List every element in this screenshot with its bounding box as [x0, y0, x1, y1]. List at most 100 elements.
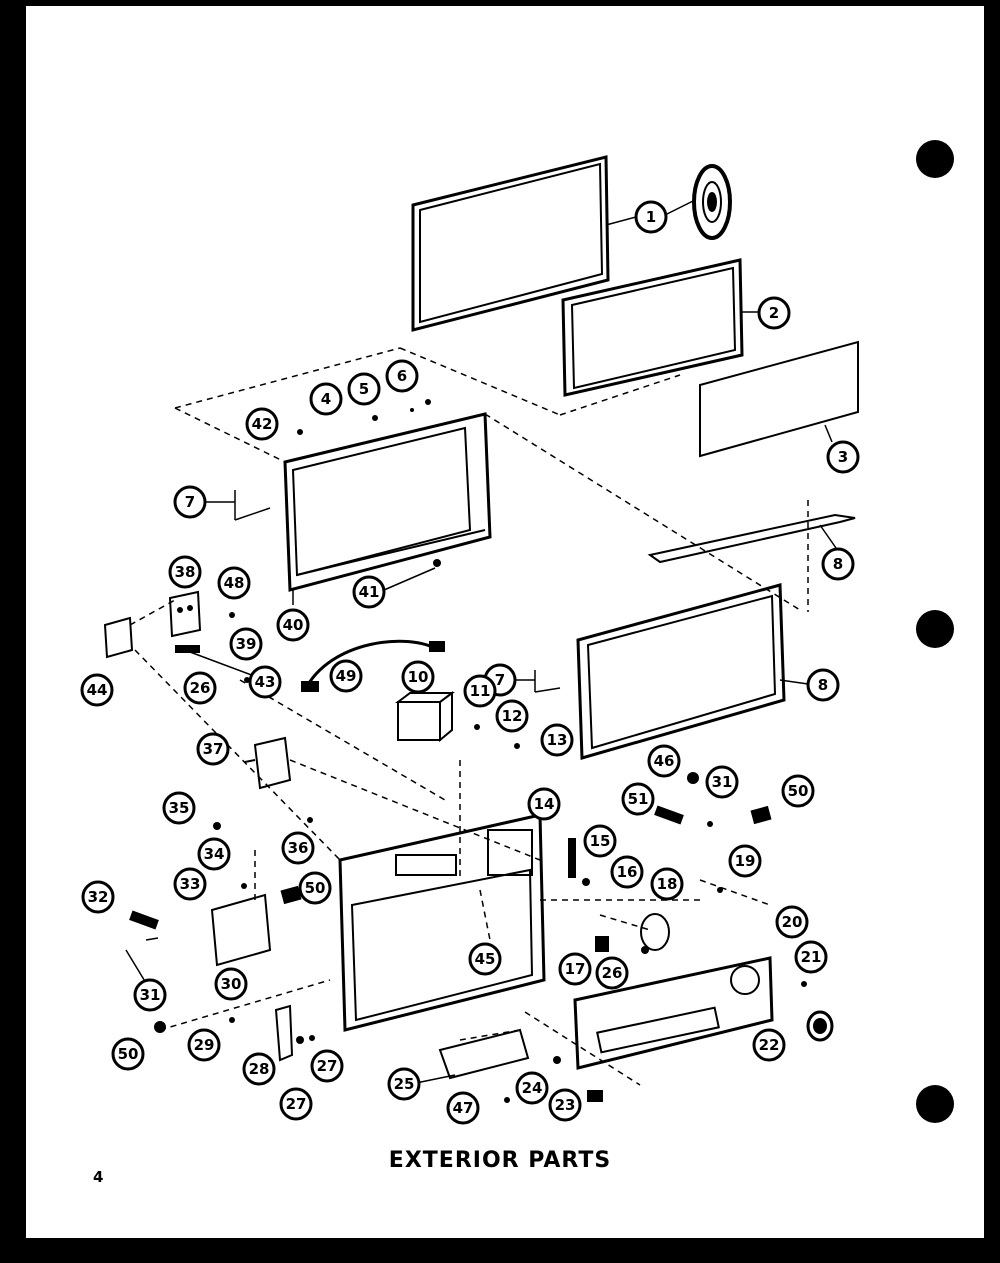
callout-number: 39 — [236, 635, 257, 653]
binder-hole-middle — [916, 610, 954, 648]
callout-28: 28 — [242, 1052, 276, 1086]
callout-number: 10 — [408, 668, 429, 686]
callout-22: 22 — [752, 1028, 786, 1062]
callout-number: 42 — [252, 415, 273, 433]
page-number: 4 — [93, 1168, 104, 1186]
callout-46: 46 — [647, 744, 681, 778]
callout-number: 24 — [522, 1079, 543, 1097]
knob-part — [806, 1010, 834, 1042]
callout-3: 3 — [826, 440, 860, 474]
scan-border-top — [0, 0, 1000, 6]
callout-number: 4 — [321, 390, 331, 408]
callout-number: 37 — [203, 740, 224, 758]
diagram-title: EXTERIOR PARTS — [388, 1148, 612, 1173]
callout-42: 42 — [245, 407, 279, 441]
callout-number: 40 — [283, 616, 304, 634]
callout-number: 23 — [555, 1096, 576, 1114]
callout-number: 49 — [336, 667, 357, 685]
callout-number: 31 — [712, 773, 733, 791]
callout-14: 14 — [527, 787, 561, 821]
rod-part — [647, 513, 856, 564]
scan-border-bottom — [0, 1238, 1000, 1263]
dial-part — [640, 913, 670, 951]
binder-hole-bottom — [916, 1085, 954, 1123]
callout-23: 23 — [548, 1088, 582, 1122]
callout-number: 38 — [175, 563, 196, 581]
callout-number: 15 — [590, 832, 611, 850]
main-front-frame-part — [338, 813, 546, 1032]
callout-number: 5 — [359, 380, 369, 398]
callout-29: 29 — [187, 1028, 221, 1062]
callout-number: 47 — [453, 1099, 474, 1117]
callout-number: 35 — [169, 799, 190, 817]
callout-number: 21 — [801, 948, 822, 966]
bracket-part-38 — [168, 590, 202, 638]
callout-number: 11 — [470, 682, 491, 700]
callout-number: 26 — [602, 964, 623, 982]
callout-43: 43 — [248, 665, 282, 699]
callout-number: 22 — [759, 1036, 780, 1054]
cover-part — [438, 1028, 530, 1080]
callout-18: 18 — [650, 867, 684, 901]
callout-number: 50 — [788, 782, 809, 800]
callout-33: 33 — [173, 867, 207, 901]
callout-34: 34 — [197, 837, 231, 871]
assembly-guide-lines — [129, 347, 809, 1086]
callout-number: 7 — [495, 671, 505, 689]
callout-number: 19 — [735, 852, 756, 870]
callout-26: 26 — [183, 671, 217, 705]
callout-5: 5 — [347, 372, 381, 406]
callout-47: 47 — [446, 1091, 480, 1125]
callout-48: 48 — [217, 566, 251, 600]
callout-38: 38 — [168, 555, 202, 589]
callout-number: 48 — [224, 574, 245, 592]
callout-17: 17 — [558, 952, 592, 986]
callout-6: 6 — [385, 359, 419, 393]
callout-26: 26 — [595, 956, 629, 990]
small-clips — [129, 645, 772, 1102]
bracket-part-30 — [210, 893, 272, 967]
callout-number: 33 — [180, 875, 201, 893]
callout-39: 39 — [229, 627, 263, 661]
switch-part — [244, 736, 292, 790]
grommet-part — [692, 164, 732, 240]
callout-30: 30 — [214, 967, 248, 1001]
callout-labels: 1 2 3 4 5 6 7 7 8 8 10 11 12 13 14 15 16… — [80, 200, 860, 1125]
callout-number: 25 — [394, 1075, 415, 1093]
callout-21: 21 — [794, 940, 828, 974]
timer-part — [395, 691, 455, 743]
callout-number: 45 — [475, 950, 496, 968]
callout-2: 2 — [757, 296, 791, 330]
callout-27: 27 — [310, 1049, 344, 1083]
callout-number: 3 — [838, 448, 848, 466]
callout-41: 41 — [352, 575, 386, 609]
callout-number: 41 — [359, 583, 380, 601]
callout-11: 11 — [463, 674, 497, 708]
callout-36: 36 — [281, 831, 315, 865]
callout-number: 43 — [255, 673, 276, 691]
callout-40: 40 — [276, 608, 310, 642]
glass-panel-part — [699, 340, 859, 458]
callout-number: 30 — [221, 975, 242, 993]
callout-number: 27 — [317, 1057, 338, 1075]
callout-number: 17 — [565, 960, 586, 978]
callout-24: 24 — [515, 1071, 549, 1105]
callout-number: 27 — [286, 1095, 307, 1113]
callout-number: 36 — [288, 839, 309, 857]
callout-4: 4 — [309, 382, 343, 416]
callout-number: 8 — [833, 555, 843, 573]
callout-number: 18 — [657, 875, 678, 893]
callout-number: 34 — [204, 845, 225, 863]
callout-50: 50 — [298, 871, 332, 905]
callout-number: 8 — [818, 676, 828, 694]
door-frame-part — [411, 155, 610, 332]
control-panel-part — [573, 956, 774, 1070]
callout-7: 7 — [173, 485, 207, 519]
callout-19: 19 — [728, 844, 762, 878]
plate-part — [103, 616, 134, 659]
callout-8: 8 — [806, 668, 840, 702]
cavity-frame-part — [576, 583, 786, 760]
scan-border-right — [984, 0, 1000, 1263]
gasket-part — [303, 639, 439, 691]
